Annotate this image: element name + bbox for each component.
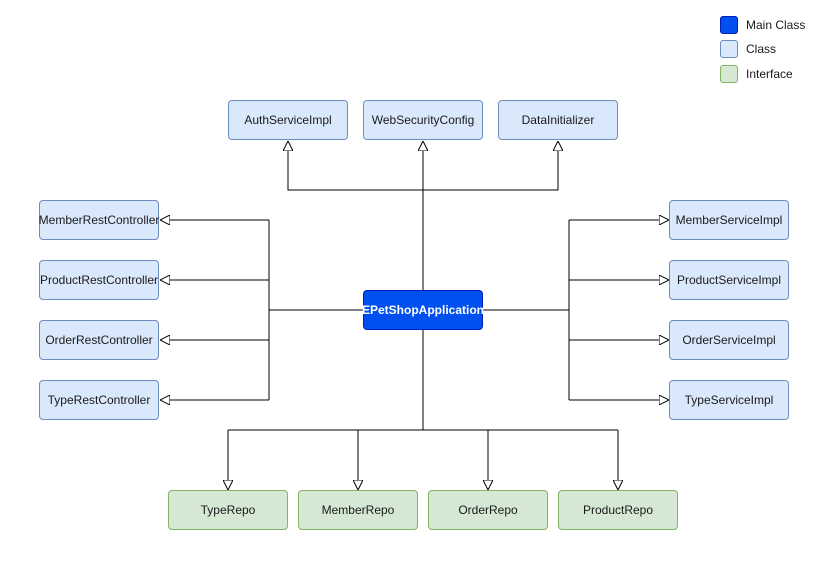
edge-to-datainitializer <box>423 141 558 191</box>
node-typerestcontroller[interactable]: TypeRestController <box>39 380 159 420</box>
node-productrepo[interactable]: ProductRepo <box>558 490 678 530</box>
legend-class-label: Class <box>746 42 777 56</box>
node-productserviceimpl[interactable]: ProductServiceImpl <box>669 260 789 300</box>
node-epetshopapplication[interactable]: EPetShopApplication <box>362 290 484 330</box>
node-orderrestcontroller[interactable]: OrderRestController <box>39 320 159 360</box>
node-memberserviceimpl[interactable]: MemberServiceImpl <box>669 200 789 240</box>
legend-main-label: Main Class <box>746 18 806 32</box>
node-typerepo[interactable]: TypeRepo <box>168 490 288 530</box>
node-orderserviceimpl[interactable]: OrderServiceImpl <box>669 320 789 360</box>
legend-class-swatch <box>720 40 738 58</box>
edge-to-authserviceimpl <box>288 141 423 191</box>
node-orderrepo[interactable]: OrderRepo <box>428 490 548 530</box>
node-memberrepo[interactable]: MemberRepo <box>298 490 418 530</box>
legend-interface-swatch <box>720 65 738 83</box>
legend-main-swatch <box>720 16 738 34</box>
node-typeserviceimpl[interactable]: TypeServiceImpl <box>669 380 789 420</box>
node-authserviceimpl[interactable]: AuthServiceImpl <box>228 100 348 140</box>
node-datainitializer[interactable]: DataInitializer <box>498 100 618 140</box>
legend-main-class: Main Class <box>720 16 805 34</box>
legend-class: Class <box>720 40 776 58</box>
node-websecurityconfig[interactable]: WebSecurityConfig <box>363 100 483 140</box>
legend-interface: Interface <box>720 65 793 83</box>
legend-interface-label: Interface <box>746 67 793 81</box>
node-memberrestcontroller[interactable]: MemberRestController <box>39 200 159 240</box>
node-productrestcontroller[interactable]: ProductRestController <box>39 260 159 300</box>
